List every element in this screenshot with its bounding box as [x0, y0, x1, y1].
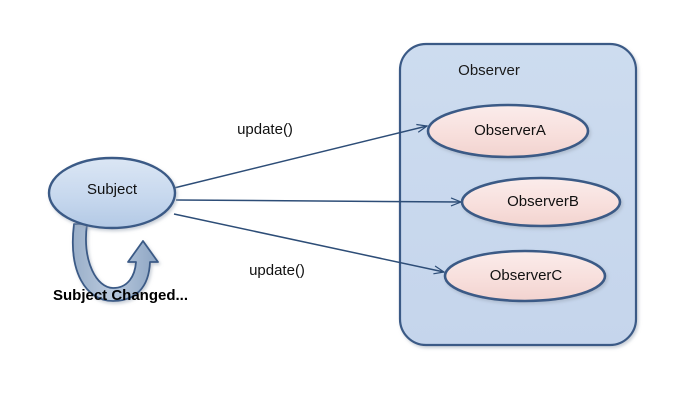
subject-changed-caption: Subject Changed...	[53, 287, 188, 304]
observer-c-label: ObserverC	[490, 267, 563, 284]
observer-a-ellipse[interactable]	[426, 103, 590, 159]
observer-c-ellipse[interactable]	[443, 249, 607, 303]
subject-label: Subject	[87, 181, 138, 198]
edge-label-update-bottom: update()	[249, 262, 305, 279]
observer-c-node[interactable]: ObserverC	[443, 249, 607, 303]
observer-b-node[interactable]: ObserverB	[460, 176, 622, 228]
subject-ellipse[interactable]	[47, 156, 177, 230]
edge-label-update-top: update()	[237, 121, 293, 138]
edge-subject-to-observer-b[interactable]	[175, 197, 463, 207]
observer-group-label: Observer	[458, 62, 520, 79]
edge-subject-to-observer-c[interactable]	[173, 213, 446, 275]
edge-subject-to-observer-a[interactable]	[173, 123, 429, 189]
observer-a-node[interactable]: ObserverA	[426, 103, 590, 159]
self-loop-arrow-shape[interactable]	[72, 223, 159, 302]
observer-a-label: ObserverA	[474, 122, 546, 139]
subject-node[interactable]: Subject	[47, 156, 177, 230]
subject-changed-loop[interactable]	[72, 223, 159, 302]
observer-b-ellipse[interactable]	[460, 176, 622, 228]
observer-b-label: ObserverB	[507, 193, 579, 210]
edges-layer	[173, 123, 463, 275]
